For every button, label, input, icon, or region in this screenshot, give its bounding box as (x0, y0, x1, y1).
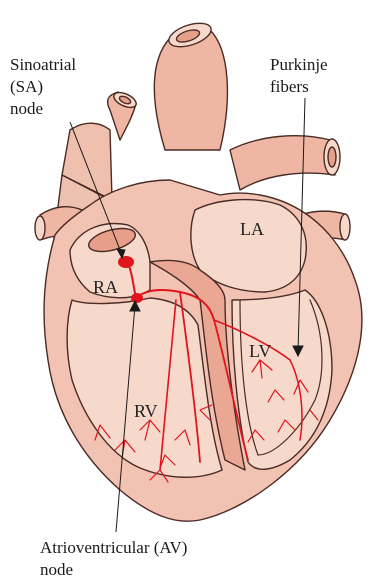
right-ventricle-label: RV (134, 400, 158, 422)
av-node-label: Atrioventricular (AV) node (40, 537, 187, 581)
av-label-line2: node (40, 559, 187, 581)
av-label-line1: Atrioventricular (AV) (40, 537, 187, 559)
left-ventricle-label: LV (249, 340, 271, 362)
sa-node (118, 256, 134, 268)
sa-node-label: Sinoatrial (SA) node (10, 54, 76, 120)
purkinje-label-line1: Purkinje (270, 54, 328, 76)
sa-label-line1: Sinoatrial (10, 54, 76, 76)
branch-vessel (108, 89, 139, 140)
left-ventricle-chamber (232, 290, 332, 469)
sa-label-line3: node (10, 98, 76, 120)
purkinje-label: Purkinje fibers (270, 54, 328, 98)
purkinje-label-line2: fibers (270, 76, 328, 98)
right-atrium-label: RA (93, 276, 118, 298)
left-atrium-label: LA (240, 218, 264, 240)
aorta (154, 19, 227, 150)
sa-label-line2: (SA) (10, 76, 76, 98)
av-node (131, 293, 143, 303)
pulmonary-artery (230, 136, 340, 190)
